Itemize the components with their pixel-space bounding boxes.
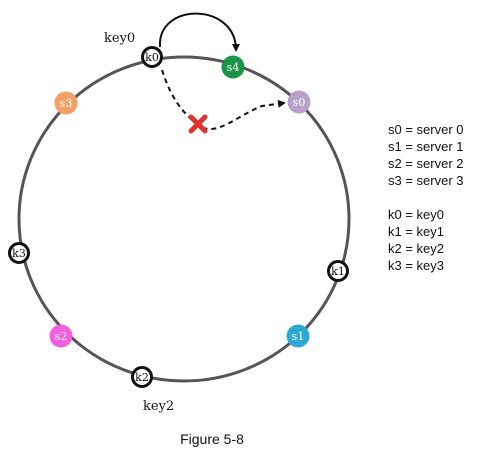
- server-node-label: s1: [292, 330, 305, 343]
- key-node-k2: k2: [131, 366, 153, 388]
- legend: s0 = server 0 s1 = server 1 s2 = server …: [388, 121, 464, 274]
- server-node-s1: s1: [286, 324, 310, 348]
- legend-spacer: [388, 189, 464, 206]
- legend-server-entry: s1 = server 1: [388, 139, 464, 154]
- remap-arrow-k0-to-s4: [158, 12, 240, 52]
- callout-key0: key0: [104, 31, 135, 46]
- key-node-label: k1: [331, 265, 345, 278]
- key-node-label: k3: [12, 247, 26, 260]
- legend-key-entry: k2 = key2: [388, 241, 445, 256]
- figure-caption-wrapper: Figure 5-8: [0, 431, 504, 447]
- legend-server-entry: s2 = server 2: [388, 156, 464, 171]
- hash-ring: [17, 55, 351, 383]
- server-node-s3: s3: [54, 91, 78, 115]
- server-node-label: s0: [293, 96, 306, 109]
- legend-server-entry: s0 = server 0: [388, 122, 464, 137]
- removed-x-icon: [188, 114, 208, 134]
- key-node-label: k2: [135, 371, 149, 384]
- callout-key2: key2: [143, 399, 174, 414]
- server-node-label: s4: [227, 61, 240, 74]
- legend-key-entry: k1 = key1: [388, 224, 445, 239]
- legend-key-entry: k3 = key3: [388, 258, 445, 273]
- server-node-s4: s4: [221, 55, 245, 79]
- server-node-s2: s2: [49, 324, 73, 348]
- server-node-label: s2: [55, 330, 68, 343]
- key-node-k0: k0: [141, 46, 163, 68]
- server-node-s0: s0: [287, 90, 311, 114]
- legend-server-entry: s3 = server 3: [388, 173, 464, 188]
- key-node-k1: k1: [327, 260, 349, 282]
- key-node-label: k0: [145, 51, 159, 64]
- server-node-label: s3: [60, 97, 73, 110]
- legend-key-entry: k0 = key0: [388, 207, 445, 222]
- key-node-k3: k3: [8, 242, 30, 264]
- figure-caption: Figure 5-8: [180, 431, 244, 447]
